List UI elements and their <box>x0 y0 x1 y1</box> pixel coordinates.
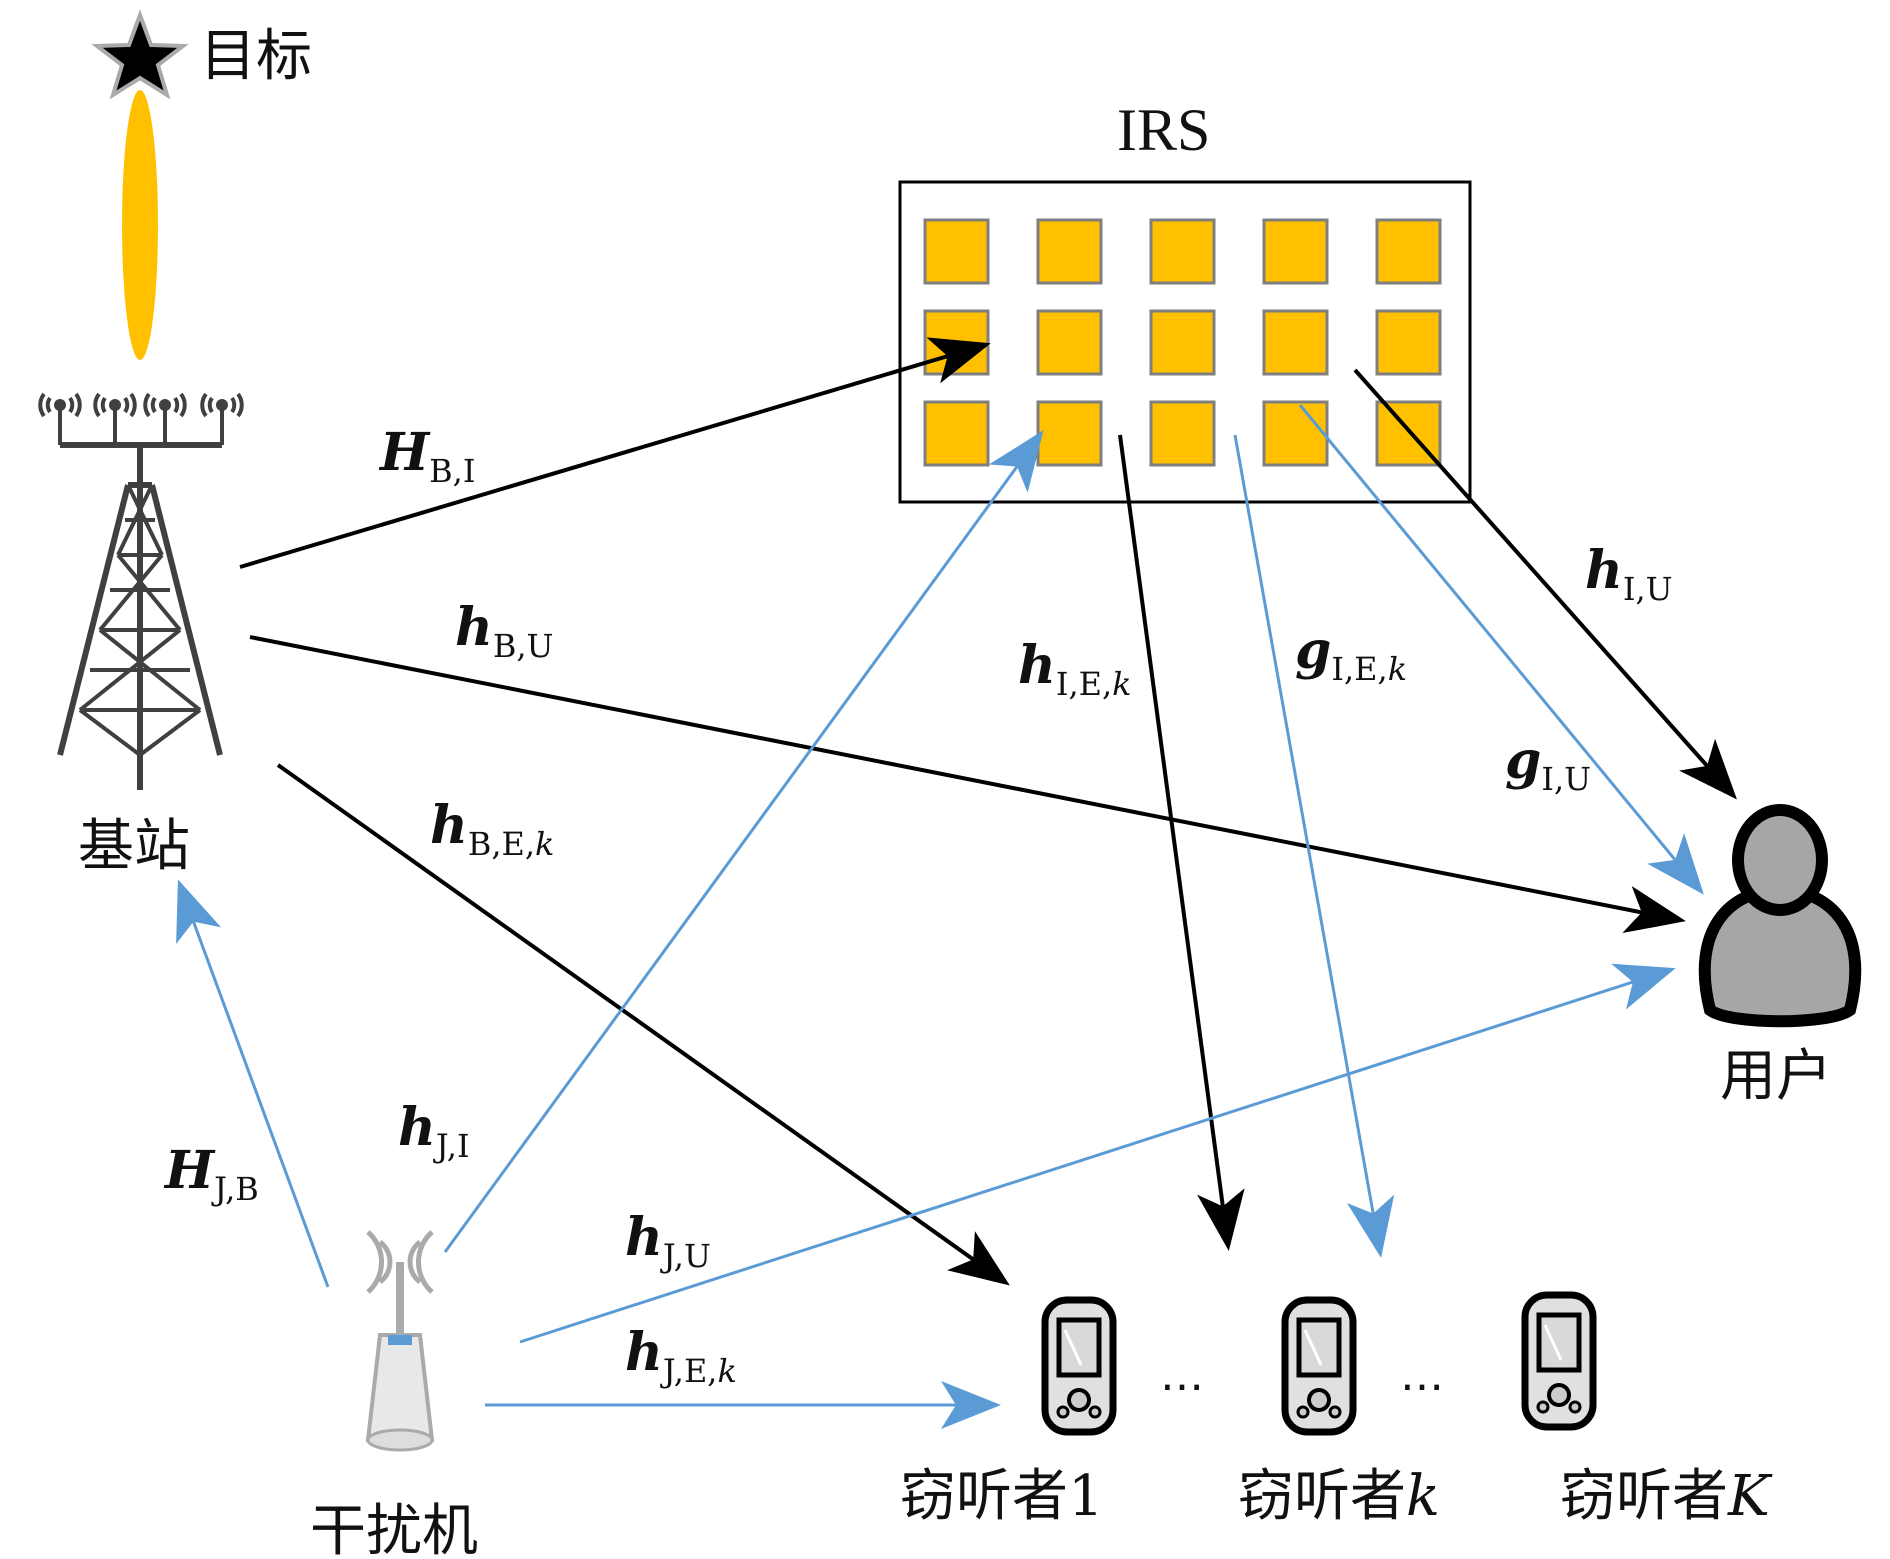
irs-element <box>923 400 990 467</box>
irs-element <box>1262 309 1329 376</box>
irs-element <box>923 309 990 376</box>
eavesdropper-K-label: 窃听者K <box>1560 1464 1773 1529</box>
eavesdropper-k-phone-icon <box>1281 1296 1357 1436</box>
label-H-BI: HB,I <box>378 422 475 490</box>
eavesdropper-K-phone-icon <box>1521 1291 1597 1431</box>
irs-element <box>1262 218 1329 285</box>
user-label: 用户 <box>1720 1044 1832 1109</box>
link-irs-to-eavesdropper <box>1118 434 1245 1251</box>
label-h-IU: hI,U <box>1585 540 1673 608</box>
radar-beam <box>122 90 158 360</box>
irs-element <box>923 218 990 285</box>
base-station-label: 基站 <box>78 814 190 879</box>
jammer-icon <box>365 1230 435 1452</box>
irs-element <box>1149 400 1216 467</box>
irs-element <box>1375 309 1442 376</box>
target-label: 目标 <box>200 24 312 89</box>
irs-label: IRS <box>1117 97 1210 163</box>
eavesdropper-k-label: 窃听者k <box>1238 1464 1440 1529</box>
irs-element <box>1036 400 1103 467</box>
label-g-IEk: gI,E,k <box>1295 620 1407 688</box>
eavesdropper-1-label: 窃听者1 <box>900 1464 1104 1529</box>
label-g-IU: gI,U <box>1505 730 1591 798</box>
link-irs-to-user <box>1353 368 1737 800</box>
link-irs-to-eavesdropper-blue <box>1233 434 1395 1258</box>
irs-element <box>1375 218 1442 285</box>
label-h-JU: hJ,U <box>625 1207 711 1275</box>
link-jammer-to-user <box>519 963 1676 1344</box>
jammer-label: 干扰机 <box>310 1499 478 1559</box>
irs-element <box>1262 400 1329 467</box>
link-base-to-eavesdropper <box>276 763 1010 1286</box>
irs-element <box>1036 309 1103 376</box>
label-h-IEk: hI,E,k <box>1018 635 1132 703</box>
irs-element <box>1149 218 1216 285</box>
link-irs-to-user-blue <box>1298 404 1704 895</box>
label-h-JI: hJ,I <box>398 1097 470 1165</box>
user-icon <box>1698 804 1862 1028</box>
label-h-JEk: hJ,E,k <box>625 1322 737 1390</box>
link-base-to-irs <box>239 337 991 569</box>
irs-element <box>1036 218 1103 285</box>
label-h-BU: hB,U <box>455 597 553 665</box>
link-jammer-to-irs <box>443 430 1044 1253</box>
base-station-tower-icon <box>38 392 244 790</box>
target-icon <box>91 9 189 100</box>
irs-element <box>1375 400 1442 467</box>
irs-element <box>1149 309 1216 376</box>
label-h-BEk: hB,E,k <box>430 795 554 863</box>
link-base-to-user <box>249 635 1686 934</box>
ellipsis-2: … <box>1400 1350 1444 1401</box>
label-H-JB: HJ,B <box>163 1140 259 1208</box>
eavesdropper-1-phone-icon <box>1041 1296 1117 1436</box>
ellipsis-1: … <box>1160 1350 1204 1401</box>
link-jammer-to-base <box>176 879 330 1288</box>
